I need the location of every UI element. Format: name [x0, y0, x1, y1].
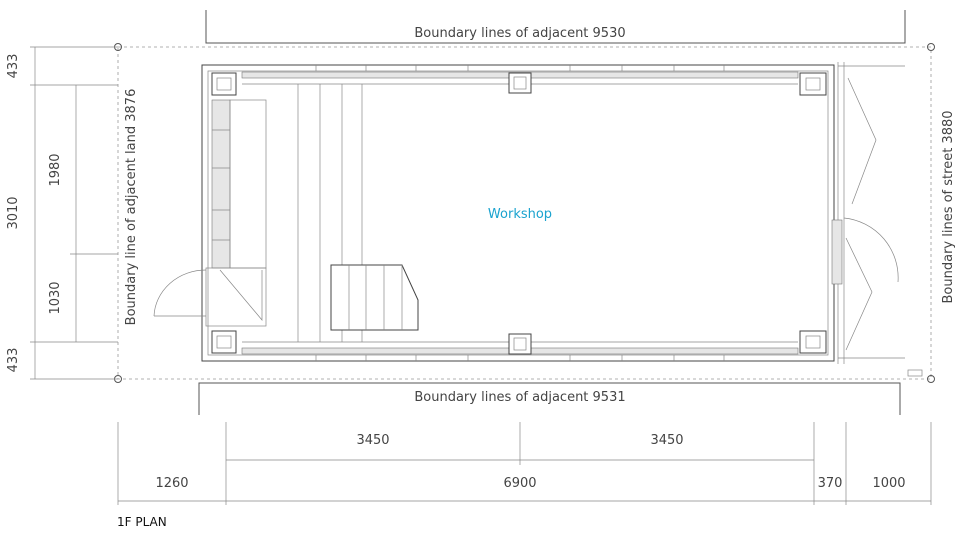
dim-3010: 3010 [6, 196, 21, 229]
dim-1980: 1980 [48, 153, 63, 186]
dim-3450-left: 3450 [356, 433, 389, 448]
site-boundary [114, 43, 935, 383]
building [153, 62, 923, 377]
boundary-top-label: Boundary lines of adjacent 9530 [414, 26, 625, 41]
dim-1030: 1030 [48, 281, 63, 314]
left-outer-dimensions: 433 3010 433 [6, 46, 118, 380]
dim-433-bottom: 433 [6, 348, 21, 373]
bottom-boundary: Boundary lines of adjacent 9531 [198, 382, 901, 415]
dim-3450-right: 3450 [650, 433, 683, 448]
boundary-left-label: Boundary line of adjacent land 3876 [124, 89, 139, 326]
boundary-bottom-label: Boundary lines of adjacent 9531 [414, 390, 625, 405]
bottom-dimensions: 3450 3450 1260 6900 370 1000 [117, 422, 932, 505]
left-inner-dimensions: 1980 1030 [48, 85, 118, 342]
top-boundary: Boundary lines of adjacent 9530 [205, 10, 906, 44]
dim-1260: 1260 [155, 476, 188, 491]
dim-1000: 1000 [872, 476, 905, 491]
room-label-workshop: Workshop [488, 207, 552, 222]
boundary-right-label: Boundary lines of street 3880 [941, 110, 956, 303]
dim-370: 370 [818, 476, 843, 491]
column-posts [211, 72, 827, 355]
plan-caption: 1F PLAN [117, 515, 167, 529]
stair [330, 264, 419, 331]
dim-433-top: 433 [6, 54, 21, 79]
dim-6900: 6900 [503, 476, 536, 491]
